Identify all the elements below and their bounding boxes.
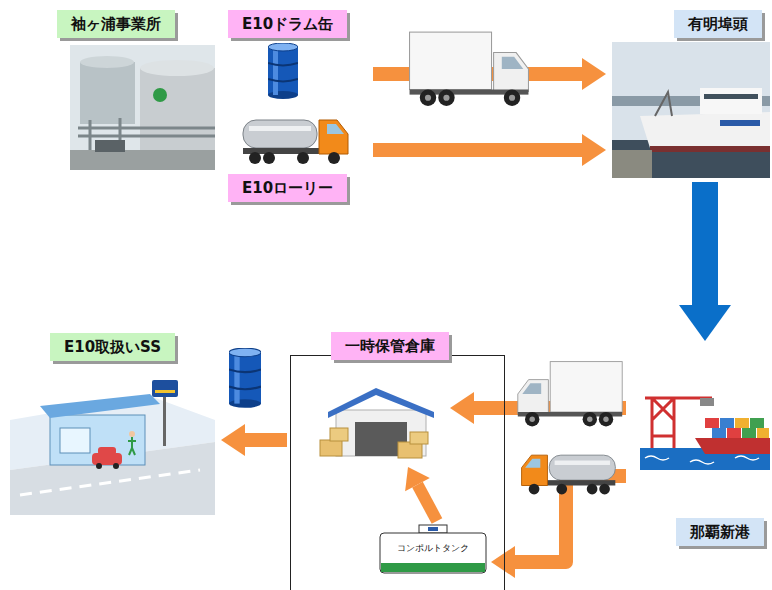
service-station xyxy=(10,380,215,515)
ship-photo xyxy=(612,42,770,178)
warehouse-icon xyxy=(320,388,434,458)
warehouse-frame: 一時保管倉庫コンポルトタンク xyxy=(290,355,505,590)
flow-arrow xyxy=(373,134,606,166)
site-node: 袖ヶ浦事業所 xyxy=(55,8,220,176)
arrow-head xyxy=(405,467,430,491)
arrow-head xyxy=(582,134,606,166)
drum-icon xyxy=(268,43,298,99)
arrow-shaft xyxy=(692,182,718,305)
tank-node: コンポルトタンク xyxy=(379,524,487,574)
place-label: 一時保管倉庫 xyxy=(331,332,449,360)
tank-lorry xyxy=(522,455,616,494)
tank-lorry xyxy=(243,120,348,164)
place-label: 有明埠頭 xyxy=(674,10,762,38)
drum-node: E10ドラム缶 xyxy=(226,8,371,103)
place-label: E10ローリー xyxy=(228,174,347,202)
box-truck xyxy=(410,32,529,106)
arrow-shaft xyxy=(417,485,437,521)
arrow-head xyxy=(450,392,474,424)
port-node: 那覇新港 xyxy=(628,345,770,550)
place-label: E10ドラム缶 xyxy=(228,10,347,38)
place-label: E10取扱いSS xyxy=(50,333,175,361)
flow-arrow xyxy=(405,467,437,521)
tank-label: コンポルトタンク xyxy=(397,543,469,554)
arrow-head xyxy=(582,58,606,90)
box-truck xyxy=(518,362,622,427)
arrow-head xyxy=(679,305,731,341)
port-illustration xyxy=(640,398,770,470)
place-label: 袖ヶ浦事業所 xyxy=(57,10,175,38)
port-node: 有明埠頭 xyxy=(610,8,770,180)
arrow-head xyxy=(491,546,515,578)
arrow-shaft xyxy=(373,143,582,157)
flow-arrow xyxy=(679,182,731,341)
place-label: 那覇新港 xyxy=(676,518,764,546)
arrow-shaft xyxy=(245,433,287,447)
station-node: E10取扱いSS xyxy=(5,333,217,518)
flow-arrow xyxy=(221,424,287,456)
drum-icon xyxy=(229,348,261,408)
arrow-head xyxy=(221,424,245,456)
refinery-photo xyxy=(70,45,215,170)
lorry-node: E10ローリー xyxy=(226,108,371,204)
